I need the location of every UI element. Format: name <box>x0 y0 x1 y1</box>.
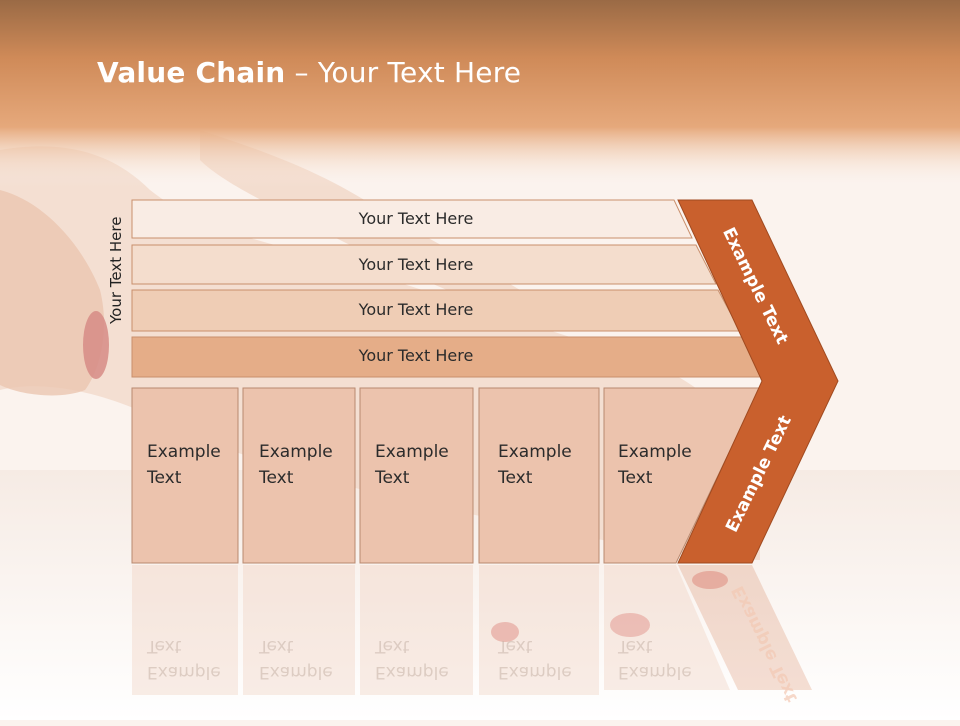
box-5-line2: Text <box>618 468 653 488</box>
box-2-line1: Example <box>259 442 333 462</box>
box-3-line2: Text <box>375 468 410 488</box>
box-4 <box>478 387 600 564</box>
band-2 <box>131 244 717 285</box>
page-title: Value Chain – Your Text Here <box>97 56 521 89</box>
box-3-line1: Example <box>375 442 449 462</box>
box-2-line2: Text <box>259 468 294 488</box>
box-3-label: Example Text <box>375 439 449 491</box>
band-1 <box>131 199 693 239</box>
side-label: Your Text Here <box>107 216 125 324</box>
box-1-line2: Text <box>147 468 182 488</box>
box-2 <box>242 387 356 564</box>
band-4-label: Your Text Here <box>358 346 474 365</box>
box-5 <box>603 387 761 564</box>
band-3-label: Your Text Here <box>358 300 474 319</box>
box-4-line1: Example <box>498 442 572 462</box>
box-4-line2: Text <box>498 468 533 488</box>
box-4-label: Example Text <box>498 439 572 491</box>
box-2-label: Example Text <box>259 439 333 491</box>
box-1 <box>131 387 239 564</box>
box-5-line1: Example <box>618 442 692 462</box>
band-1-label: Your Text Here <box>358 209 474 228</box>
box-1-line1: Example <box>147 442 221 462</box>
title-rest: – Your Text Here <box>285 56 522 89</box>
box-1-label: Example Text <box>147 439 221 491</box>
box-5-label: Example Text <box>618 439 692 491</box>
band-2-label: Your Text Here <box>358 255 474 274</box>
chevron-arrow <box>677 199 839 564</box>
box-3 <box>359 387 474 564</box>
title-bold: Value Chain <box>97 56 286 89</box>
